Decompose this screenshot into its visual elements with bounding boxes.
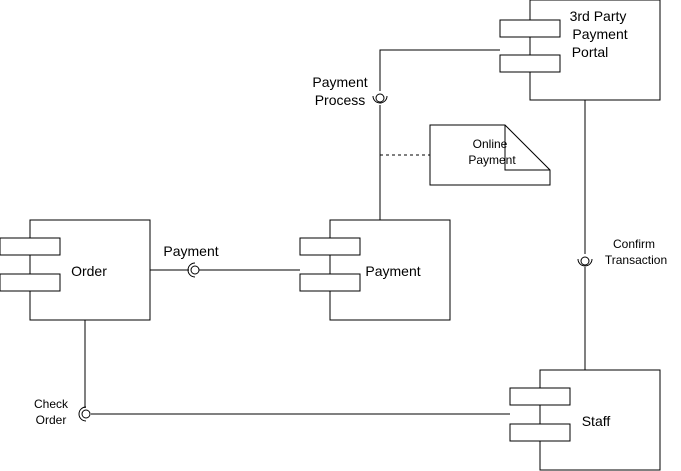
online-payment-note[interactable]: Online Payment: [429, 124, 551, 186]
portal-label-line-3: Portal: [572, 44, 609, 60]
payment-component[interactable]: Payment: [299, 219, 451, 321]
payment-process-interface[interactable]: Payment Process: [312, 74, 388, 108]
check-order-socket-icon: [78, 406, 87, 422]
portal-label-line-2: Payment: [572, 26, 627, 42]
payment-process-label-line-2: Process: [315, 92, 366, 108]
confirm-label-line-1: Confirm: [613, 237, 655, 251]
payment-label: Payment: [365, 263, 420, 279]
confirm-label-line-2: Transaction: [605, 253, 667, 267]
order-port-bottom: [0, 273, 61, 292]
payment-port-top: [299, 237, 361, 256]
payment-socket-icon: [187, 262, 196, 278]
note-fold: [504, 125, 550, 171]
payment-port-bottom: [299, 273, 361, 292]
check-order-interface[interactable]: Check Order: [34, 397, 91, 427]
confirm-transaction-interface[interactable]: Confirm Transaction: [577, 237, 667, 267]
portal-port-bottom: [499, 54, 561, 73]
order-body: [29, 219, 151, 321]
order-label: Order: [71, 263, 107, 279]
note-label-line-2: Payment: [468, 153, 516, 167]
portal-component[interactable]: 3rd Party Payment Portal: [499, 0, 661, 101]
payment-process-label-line-1: Payment: [312, 74, 367, 90]
note-label-line-1: Online: [473, 137, 508, 151]
staff-port-bottom: [509, 423, 571, 442]
payment-process-socket-icon: [372, 95, 388, 104]
check-order-label-line-2: Order: [36, 413, 67, 427]
payment-ball-icon: [190, 265, 200, 275]
order-component[interactable]: Order: [0, 219, 151, 321]
portal-body: [529, 0, 661, 101]
staff-port-top: [509, 387, 571, 406]
staff-component[interactable]: Staff: [509, 369, 661, 471]
order-port-top: [0, 237, 61, 256]
portal-label-line-1: 3rd Party: [570, 8, 627, 24]
connectors: [84, 49, 586, 415]
confirm-ball-icon: [580, 256, 590, 266]
check-order-ball-icon: [81, 409, 91, 419]
check-order-label-line-1: Check: [34, 397, 69, 411]
confirm-socket-icon: [577, 258, 593, 267]
staff-body: [539, 369, 661, 471]
payment-body: [329, 219, 451, 321]
portal-port-top: [499, 19, 561, 38]
payment-interface-label: Payment: [163, 243, 218, 259]
payment-interface[interactable]: Payment: [163, 243, 219, 278]
payment-process-ball-icon: [375, 93, 385, 103]
portal-to-payment-process-line: [379, 49, 500, 91]
staff-label: Staff: [582, 413, 611, 429]
